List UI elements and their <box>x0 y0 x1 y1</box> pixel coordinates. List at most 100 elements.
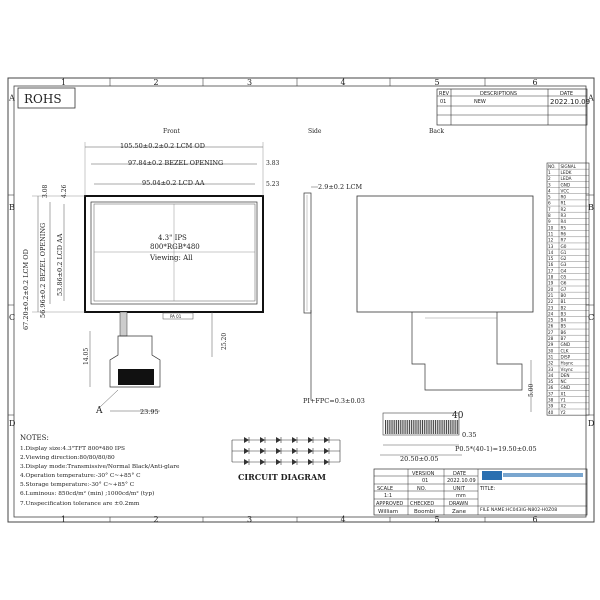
note-5: 5.Storage temperature:-30° C~+85° C <box>20 482 135 488</box>
pin-number: 3 <box>548 182 551 187</box>
pin-signal: CLK <box>561 348 569 353</box>
pin-number: 32 <box>548 361 554 366</box>
frame-row-right-D: D <box>588 419 594 428</box>
pin-signal: G2 <box>561 256 567 261</box>
circuit-diagram <box>231 437 341 465</box>
detail-a-label: A <box>95 406 103 416</box>
screen-resolution-text: 800*RGB*480 <box>150 243 200 251</box>
fpc-pin <box>449 420 451 434</box>
pin-number: 16 <box>548 262 554 267</box>
fpc-connector <box>118 369 154 385</box>
led-diode-symbol <box>308 437 313 443</box>
pin-signal: R5 <box>561 225 567 230</box>
dim-5-23: 5.23 <box>266 181 280 188</box>
fpc-tab-label: PA 01 <box>170 314 182 319</box>
fpc-pin <box>442 420 444 434</box>
pin-signal: DEN <box>561 373 570 378</box>
pin-number: 34 <box>548 373 554 378</box>
pin-signal: B2 <box>561 305 567 310</box>
note-6: 6.Luminous: 850cd/m² (min) ;1000cd/m² (t… <box>20 490 154 497</box>
led-diode-symbol <box>324 437 329 443</box>
date-value: 2022.10.09 <box>550 98 590 106</box>
title-label: TITLE: <box>479 486 496 492</box>
pin-signal: R2 <box>561 207 567 212</box>
drawn-value: Zane <box>452 509 467 515</box>
description-value: NEW <box>474 99 486 105</box>
note-7: 7.Unspecification tolerance are ±0.2mm <box>20 501 140 507</box>
note-4: 4.Operation temperature:-30° C~+85° C <box>20 473 141 479</box>
scale-value: 1:1 <box>384 493 392 499</box>
pin-number: 40 <box>548 410 554 415</box>
dim-lcd-aa-width: 95.04±0.2 LCD AA <box>142 179 205 187</box>
pin-signal: G5 <box>561 275 567 280</box>
circuit-diagram-title: CIRCUIT DIAGRAM <box>238 472 326 482</box>
company-name-bar <box>503 473 583 477</box>
date-header: DATE <box>560 91 573 97</box>
no-label: NO. <box>417 486 426 492</box>
fpc-pin <box>390 420 392 434</box>
pin-signal: R6 <box>561 231 567 236</box>
dim-23-95: 23.95 <box>140 408 159 416</box>
fpc-pin <box>425 420 427 434</box>
unit-value: mm <box>456 493 466 499</box>
pin-signal: X1 <box>561 391 567 396</box>
fpc-pin <box>414 420 416 434</box>
pin-signal: B5 <box>561 324 567 329</box>
approved-label: APPROVED <box>376 501 403 507</box>
led-diode-symbol <box>292 448 297 454</box>
fpc-pin <box>399 420 401 434</box>
pin-number: 35 <box>548 379 554 384</box>
dim-lcm-od-height: 67.20±0.2±0.2 LCM OD <box>22 249 30 330</box>
led-diode-symbol <box>260 448 265 454</box>
fpc-pin <box>434 420 436 434</box>
led-diode-symbol <box>260 459 265 465</box>
rohs-label: ROHS <box>24 92 62 106</box>
frame-col-bottom-1: 1 <box>61 515 66 524</box>
dim-fpc-width: 20.50±0.05 <box>400 455 439 463</box>
dim-side-thickness: 2.9±0.2 LCM <box>318 183 362 191</box>
dim-bezel-width: 97.84±0.2 BEZEL OPENING <box>128 159 223 167</box>
led-diode-symbol <box>244 437 249 443</box>
pin-number: 39 <box>548 404 554 409</box>
pin-signal: GND <box>561 385 571 390</box>
inner-frame <box>13 85 587 518</box>
fpc-pin <box>427 420 429 434</box>
pin-number: 38 <box>548 398 554 403</box>
pin-signal: G6 <box>561 281 567 286</box>
outer-frame <box>7 77 595 523</box>
dim-25-20: 25.20 <box>221 333 228 350</box>
pin-signal: G7 <box>561 287 567 292</box>
rev-value: 01 <box>440 99 446 105</box>
pin-signal: GND <box>561 342 571 347</box>
company-logo <box>482 471 502 480</box>
frame-row-right-B: B <box>588 203 594 212</box>
frame-col-bottom-3: 3 <box>247 515 252 524</box>
fpc-pin <box>447 420 449 434</box>
scale-label: SCALE <box>377 486 393 492</box>
pin-number: 30 <box>548 348 554 353</box>
version-value: 01 <box>422 478 428 484</box>
fpc-pin <box>392 420 394 434</box>
fpc-pin <box>396 420 398 434</box>
pin-signal: Hsync <box>561 361 574 366</box>
pin-number: 4 <box>548 188 551 193</box>
screen-viewing-text: Viewing: All <box>149 254 193 262</box>
dim-3-08: 3.08 <box>42 184 49 198</box>
pin-signal: G0 <box>561 244 567 249</box>
frame-row-left-D: D <box>9 419 15 428</box>
pin-signal: B7 <box>561 336 567 341</box>
fpc-pin <box>385 420 386 434</box>
fpc-pin <box>431 420 433 434</box>
pin-number: 36 <box>548 385 554 390</box>
led-diode-symbol <box>276 437 281 443</box>
pin-signal: G1 <box>561 250 567 255</box>
fpc-pin <box>410 420 412 434</box>
led-diode-symbol <box>260 437 265 443</box>
dim-lcd-aa-height: 53.86±0.2 LCD AA <box>56 233 64 296</box>
front-view: 4.3" IPS 800*RGB*480 Viewing: All 105.50… <box>22 142 280 416</box>
fpc-pin <box>429 420 431 434</box>
pin-number: 29 <box>548 342 554 347</box>
pin-number: 1 <box>548 170 551 175</box>
